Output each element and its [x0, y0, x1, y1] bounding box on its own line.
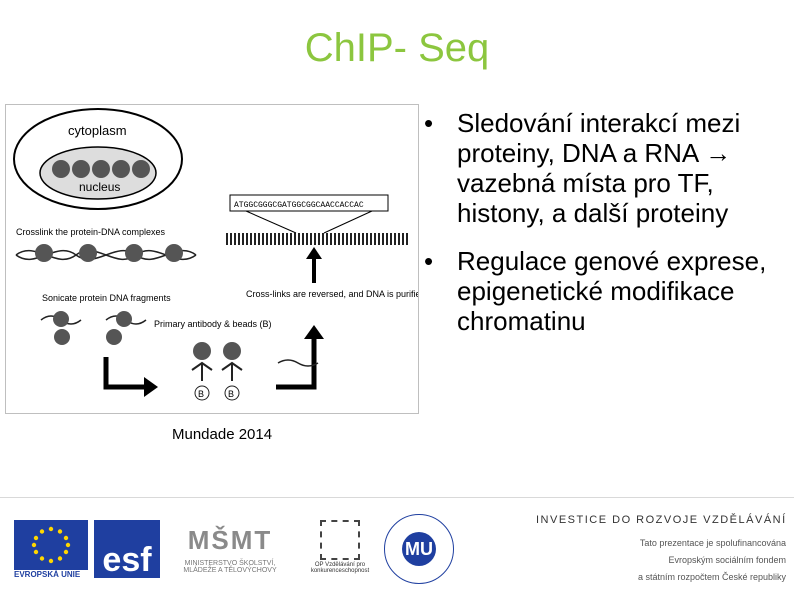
eu-label: EVROPSKÁ UNIE	[14, 570, 80, 579]
sonicate-label: Sonicate protein DNA fragments	[42, 293, 171, 303]
chip-seq-diagram: cytoplasm nucleus Crosslink the protein-…	[6, 105, 418, 413]
invest-title: INVESTICE DO ROZVOJE VZDĚLÁVÁNÍ	[536, 514, 787, 526]
nucleosome-group-top	[52, 160, 150, 178]
bead-label: B	[198, 389, 204, 399]
esf-logo: esf	[94, 520, 160, 578]
footer-divider	[0, 497, 794, 498]
nucleus-label: nucleus	[79, 180, 120, 194]
antibody-complexes: B B	[192, 342, 242, 400]
bullet-list: • Sledování interakcí mezi proteiny, DNA…	[424, 108, 790, 354]
invest-line-3: a státním rozpočtem České republiky	[616, 572, 786, 582]
msmt-mark: MŠMT	[168, 520, 292, 560]
mu-seal: MU	[402, 532, 436, 566]
bead-label: B	[228, 389, 234, 399]
bullet-text: Regulace genové exprese, epigenetické mo…	[457, 246, 766, 336]
msmt-text: MINISTERSTVO ŠKOLSTVÍ, MLÁDEŽE A TĚLOVÝC…	[168, 560, 292, 574]
bullet-item: • Regulace genové exprese, epigenetické …	[424, 246, 790, 336]
esf-text: esf	[102, 541, 151, 579]
sequence-text: ATGGCGGGCGATGGCGGCAACCACCAC	[234, 201, 364, 210]
msmt-logo: MŠMT MINISTERSTVO ŠKOLSTVÍ, MLÁDEŽE A TĚ…	[168, 520, 292, 580]
cytoplasm-label: cytoplasm	[68, 123, 127, 138]
reverse-label: Cross-links are reversed, and DNA is pur…	[246, 289, 418, 299]
bullet-glyph: •	[424, 108, 433, 138]
crosslink-label: Crosslink the protein-DNA complexes	[16, 227, 166, 237]
eu-flag-icon	[14, 520, 88, 570]
bullet-text: Sledování interakcí mezi proteiny, DNA a…	[457, 108, 740, 228]
chip-seq-figure: cytoplasm nucleus Crosslink the protein-…	[5, 104, 419, 414]
fragments	[41, 311, 146, 345]
op-text: OP Vzdělávání pro konkurenceschopnost	[300, 562, 380, 574]
bullet-item: • Sledování interakcí mezi proteiny, DNA…	[424, 108, 790, 228]
masaryk-university-logo: MU	[384, 514, 454, 584]
figure-caption: Mundade 2014	[172, 426, 272, 443]
bullet-glyph: •	[424, 246, 433, 276]
op-logo: OP Vzdělávání pro konkurenceschopnost	[300, 520, 380, 580]
invest-line-1: Tato prezentace je spolufinancována	[616, 538, 786, 548]
arrow-head-right	[144, 377, 158, 397]
arrow-down-right	[106, 357, 146, 387]
sequencing-reads	[226, 233, 408, 245]
arrow-head-up	[304, 325, 324, 339]
invest-line-2: Evropským sociálním fondem	[616, 555, 786, 565]
slide-title: ChIP- Seq	[0, 26, 794, 71]
arrow-head-up-2	[306, 247, 322, 259]
antibody-label: Primary antibody & beads (B)	[154, 319, 272, 329]
op-icon	[320, 520, 360, 560]
